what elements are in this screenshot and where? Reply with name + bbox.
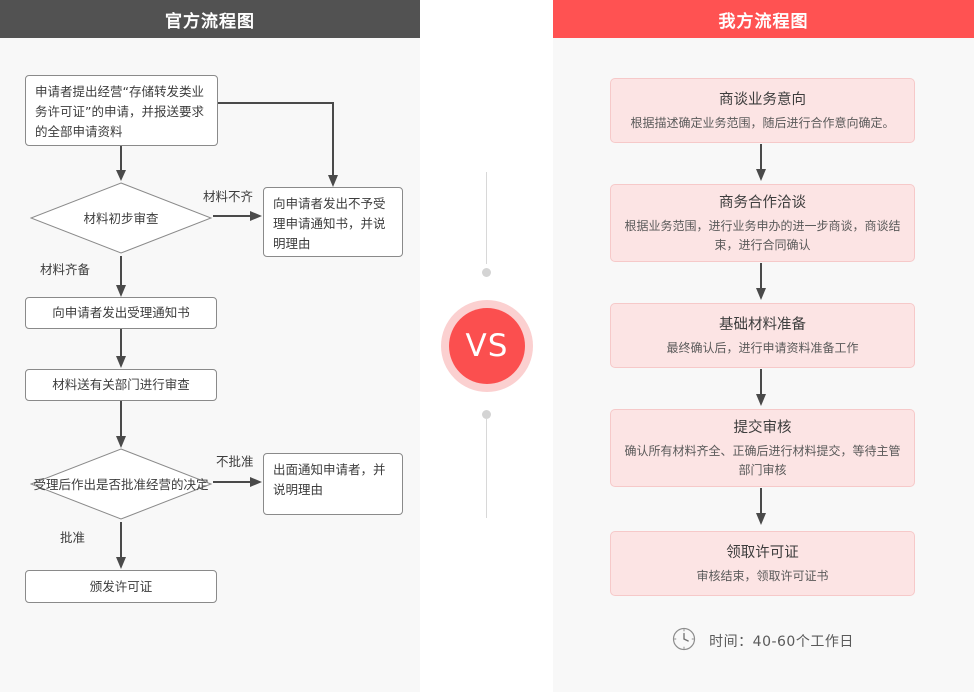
edge-label-materials-complete: 材料齐备 bbox=[40, 262, 91, 277]
arrow-card4-to-card5 bbox=[754, 488, 768, 530]
step-card-2: 商务合作洽谈 根据业务范围，进行业务申办的进一步商谈，商谈结束，进行合同确认 bbox=[610, 184, 915, 262]
clock-icon bbox=[671, 626, 697, 656]
step-card-2-desc: 根据业务范围，进行业务申办的进一步商谈，商谈结束，进行合同确认 bbox=[624, 218, 901, 252]
flow-decision-initial-review-label: 材料初步审查 bbox=[83, 210, 159, 226]
flow-decision-initial-review: 材料初步审查 bbox=[30, 182, 212, 254]
arrow-card2-to-card3 bbox=[754, 263, 768, 305]
step-card-4: 提交审核 确认所有材料齐全、正确后进行材料提交，等待主管部门审核 bbox=[610, 409, 915, 487]
step-card-4-desc: 确认所有材料齐全、正确后进行材料提交，等待主管部门审核 bbox=[624, 443, 901, 477]
vs-line-top bbox=[486, 172, 487, 264]
our-panel-title: 我方流程图 bbox=[553, 0, 974, 38]
step-card-5-desc: 审核结束，领取许可证书 bbox=[696, 568, 829, 583]
arrow-n6-to-n8 bbox=[114, 522, 128, 570]
vs-line-bottom bbox=[486, 418, 487, 518]
arrow-n2-to-n4 bbox=[114, 256, 128, 298]
arrow-n1-to-notice bbox=[218, 94, 348, 194]
arrow-n4-to-n5 bbox=[114, 329, 128, 369]
vs-badge-label: VS bbox=[449, 308, 525, 384]
flow-node-issue-license: 颁发许可证 bbox=[25, 570, 217, 603]
arrow-n6-to-reject-notice bbox=[213, 475, 263, 489]
step-card-3-title: 基础材料准备 bbox=[719, 316, 806, 333]
flow-node-application-submit: 申请者提出经营“存储转发类业务许可证”的申请，并报送要求的全部申请资料 bbox=[25, 75, 218, 146]
arrow-n1-to-n2 bbox=[114, 146, 128, 182]
step-card-1-title: 商谈业务意向 bbox=[719, 91, 806, 108]
step-card-1: 商谈业务意向 根据描述确定业务范围，随后进行合作意向确定。 bbox=[610, 78, 915, 143]
edge-label-approved: 批准 bbox=[60, 530, 86, 545]
flow-decision-approval: 受理后作出是否批准经营的决定 bbox=[30, 448, 212, 520]
edge-label-not-approved: 不批准 bbox=[216, 454, 254, 469]
arrow-n2-to-notice bbox=[213, 209, 263, 223]
vs-dot-bottom bbox=[482, 410, 491, 419]
arrow-n5-to-n6 bbox=[114, 401, 128, 449]
step-card-1-desc: 根据描述确定业务范围，随后进行合作意向确定。 bbox=[630, 115, 895, 130]
flow-node-rejection-notice: 向申请者发出不予受理申请通知书，并说明理由 bbox=[263, 187, 403, 257]
official-panel-title: 官方流程图 bbox=[0, 0, 420, 38]
edge-label-materials-incomplete: 材料不齐 bbox=[203, 189, 254, 204]
step-card-4-title: 提交审核 bbox=[733, 419, 792, 436]
step-card-2-title: 商务合作洽谈 bbox=[719, 194, 806, 211]
step-card-3: 基础材料准备 最终确认后，进行申请资料准备工作 bbox=[610, 303, 915, 368]
arrow-card1-to-card2 bbox=[754, 144, 768, 186]
flow-node-acceptance-notice: 向申请者发出受理通知书 bbox=[25, 297, 217, 329]
step-card-3-desc: 最终确认后，进行申请资料准备工作 bbox=[666, 340, 859, 355]
arrow-card3-to-card4 bbox=[754, 369, 768, 411]
flow-node-department-review: 材料送有关部门进行审查 bbox=[25, 369, 217, 401]
processing-time-row: 时间：40-60个工作日 bbox=[610, 624, 915, 658]
flow-decision-approval-label: 受理后作出是否批准经营的决定 bbox=[33, 476, 209, 492]
processing-time-text: 时间：40-60个工作日 bbox=[709, 634, 854, 650]
vs-badge: VS bbox=[441, 300, 533, 392]
flow-node-inform-applicant: 出面通知申请者，并说明理由 bbox=[263, 453, 403, 515]
step-card-5: 领取许可证 审核结束，领取许可证书 bbox=[610, 531, 915, 596]
step-card-5-title: 领取许可证 bbox=[726, 544, 799, 561]
vs-dot-top bbox=[482, 268, 491, 277]
